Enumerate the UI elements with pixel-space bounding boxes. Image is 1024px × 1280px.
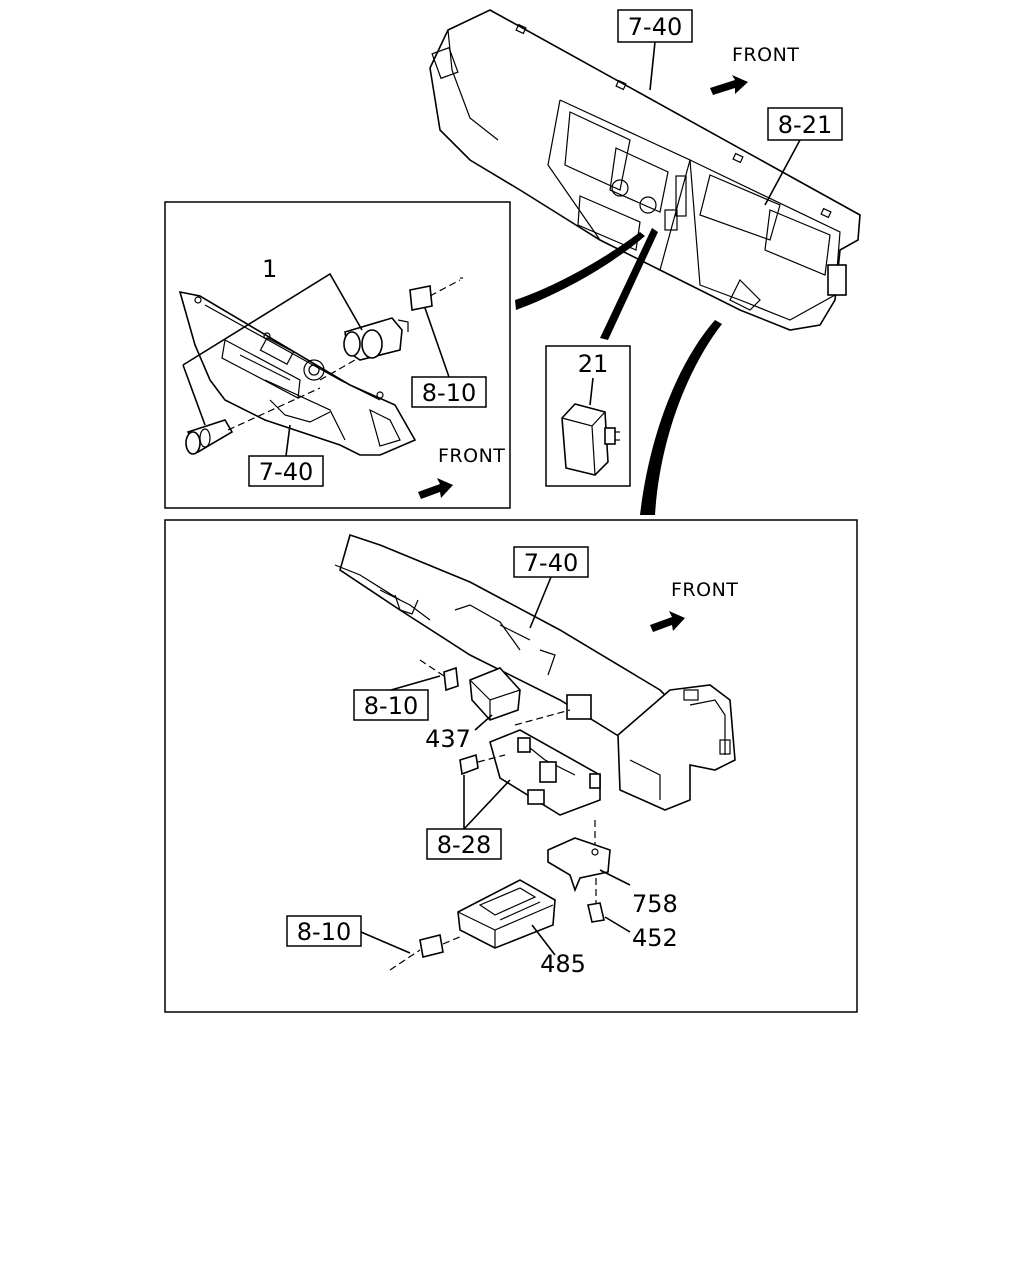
svg-text:7-40: 7-40 bbox=[628, 13, 682, 41]
svg-text:8-10: 8-10 bbox=[297, 918, 351, 946]
svg-text:21: 21 bbox=[578, 350, 609, 378]
ref-dashboard-label: 7-40 bbox=[617, 9, 693, 91]
svg-text:FRONT: FRONT bbox=[732, 44, 799, 66]
svg-text:1: 1 bbox=[262, 255, 277, 283]
detail-pointers bbox=[515, 228, 722, 515]
svg-text:FRONT: FRONT bbox=[671, 579, 738, 601]
svg-text:452: 452 bbox=[632, 924, 678, 952]
svg-text:7-40: 7-40 bbox=[524, 549, 578, 577]
inset-small: 21 bbox=[545, 345, 631, 487]
inset-upper-left: 1 8-10 7-40 FRONT bbox=[164, 201, 511, 509]
front-arrow-icon bbox=[418, 478, 453, 499]
svg-text:8-28: 8-28 bbox=[437, 831, 491, 859]
svg-text:FRONT: FRONT bbox=[438, 445, 505, 467]
ref-cluster-label: 8-21 bbox=[764, 107, 843, 206]
inset-lower: 7-40 FRONT 8-10 437 8-28 758 452 8-10 48… bbox=[164, 519, 858, 1013]
dashboard-top-view bbox=[429, 9, 861, 331]
svg-text:8-10: 8-10 bbox=[422, 379, 476, 407]
front-arrow-icon bbox=[650, 611, 685, 632]
svg-text:8-10: 8-10 bbox=[364, 692, 418, 720]
svg-text:7-40: 7-40 bbox=[259, 458, 313, 486]
svg-text:8-21: 8-21 bbox=[778, 111, 832, 139]
svg-text:758: 758 bbox=[632, 890, 678, 918]
svg-text:437: 437 bbox=[425, 725, 471, 753]
svg-text:485: 485 bbox=[540, 950, 586, 978]
front-indicator-top: FRONT bbox=[710, 44, 799, 95]
front-arrow-icon bbox=[710, 75, 748, 95]
